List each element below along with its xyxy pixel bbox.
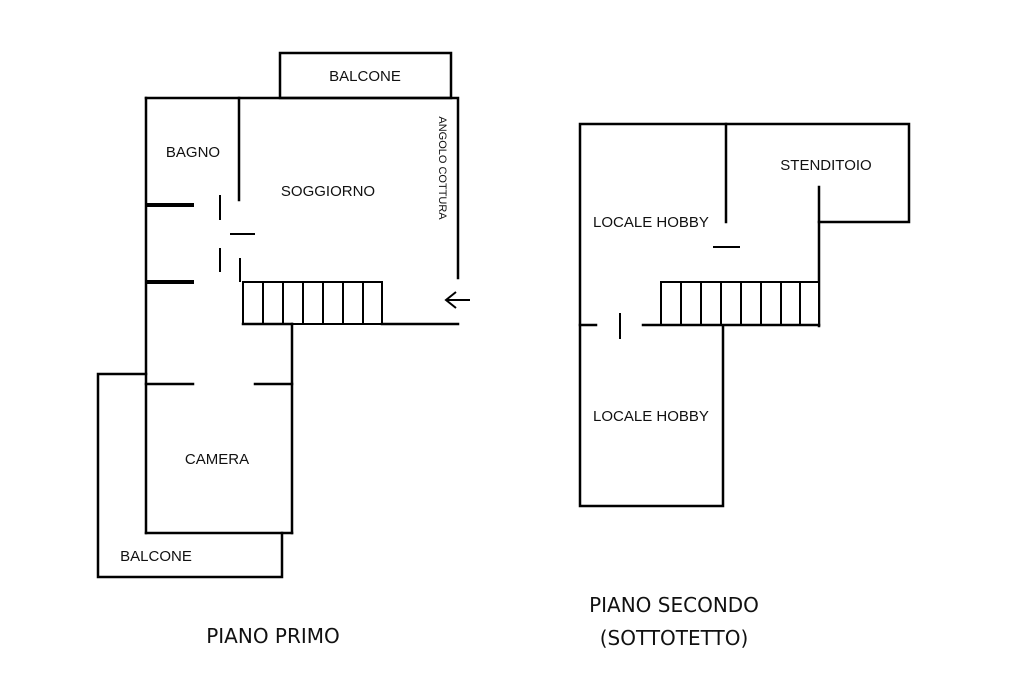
room-label-bagno: BAGNO xyxy=(166,144,220,161)
room-label-camera: CAMERA xyxy=(185,451,249,468)
upper-outer-wall xyxy=(144,96,460,280)
room-label-stenditoio: STENDITOIO xyxy=(780,157,871,174)
caption-piano-secondo: PIANO SECONDO xyxy=(589,593,759,617)
plan-piano-secondo: LOCALE HOBBY STENDITOIO LOCALE HOBBY PIA… xyxy=(578,122,911,650)
room-label-soggiorno: SOGGIORNO xyxy=(281,183,375,200)
staircase-secondo xyxy=(660,281,820,326)
balcony-bottom-outline xyxy=(96,372,284,579)
secondo-outer-wall xyxy=(578,122,911,508)
room-label-balcone-bottom: BALCONE xyxy=(120,548,192,565)
room-label-locale-hobby-bottom: LOCALE HOBBY xyxy=(593,408,709,425)
caption-piano-primo: PIANO PRIMO xyxy=(206,624,340,648)
left-arrow-icon xyxy=(444,291,470,309)
caption-sottotetto: (SOTTOTETTO) xyxy=(600,626,749,650)
room-label-locale-hobby-top: LOCALE HOBBY xyxy=(593,214,709,231)
plan-piano-primo: BALCONE BAGNO SOGGIORNO ANGOLO COTTURA C… xyxy=(96,51,470,648)
room-label-balcone-top: BALCONE xyxy=(329,68,401,85)
staircase-primo xyxy=(242,281,383,325)
room-label-angolo-cottura: ANGOLO COTTURA xyxy=(436,116,448,220)
